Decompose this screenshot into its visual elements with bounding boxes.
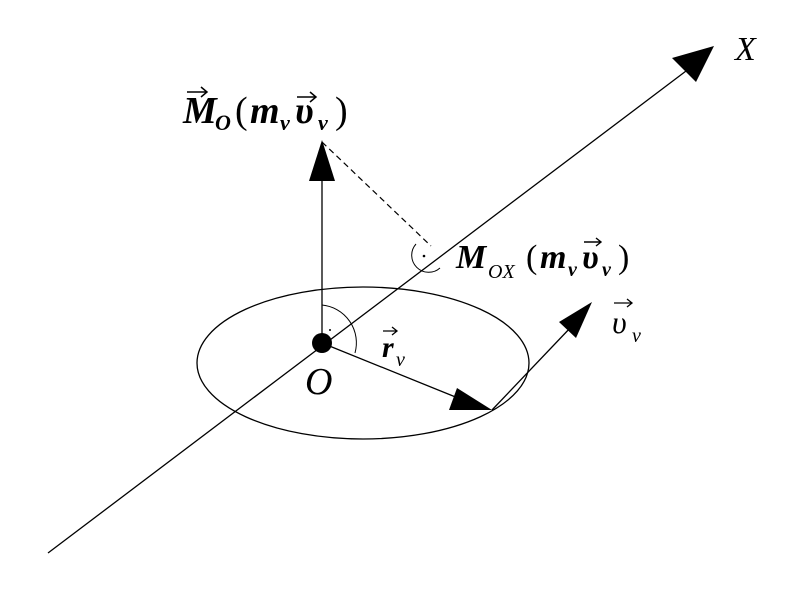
- svg-text:): ): [618, 239, 629, 276]
- moment-vector-arrowhead: [309, 140, 335, 181]
- moment-vector-label: M O ( m ν υ ν ): [182, 86, 348, 135]
- axial-moment-label: M OX ( m ν υ ν ): [455, 237, 629, 283]
- svg-text:r: r: [382, 331, 394, 364]
- angle-dot: [329, 329, 331, 331]
- velocity-vector-line: [491, 325, 573, 411]
- svg-text:ν: ν: [568, 259, 578, 281]
- radius-vector-line: [321, 342, 459, 399]
- radius-vector-arrowhead: [449, 388, 492, 410]
- svg-text:(: (: [526, 239, 537, 276]
- svg-text:OX: OX: [488, 261, 515, 283]
- svg-text:M: M: [455, 239, 488, 276]
- svg-text:υ: υ: [582, 239, 599, 276]
- x-axis-line: [47, 67, 691, 554]
- x-axis-arrowhead: [672, 46, 714, 82]
- svg-text:ν: ν: [396, 349, 405, 371]
- svg-text:(: (: [235, 90, 248, 132]
- axis-label-x: X: [733, 31, 757, 68]
- origin-point: [312, 333, 332, 353]
- svg-text:m: m: [250, 90, 280, 132]
- angle-arc: [321, 304, 357, 354]
- origin-label: O: [305, 361, 332, 403]
- svg-text:ν: ν: [280, 110, 290, 135]
- right-angle-dot: [422, 254, 426, 258]
- svg-text:υ: υ: [612, 304, 627, 340]
- velocity-vector-arrowhead: [559, 302, 592, 338]
- svg-text:M: M: [182, 90, 218, 132]
- svg-text:ν: ν: [632, 325, 641, 347]
- orbit-ellipse: [196, 286, 530, 440]
- svg-text:O: O: [215, 110, 231, 135]
- svg-text:): ): [335, 90, 348, 132]
- radius-label: r ν: [382, 326, 405, 371]
- svg-text:ν: ν: [318, 110, 328, 135]
- svg-text:ν: ν: [602, 259, 612, 281]
- velocity-label: υ ν: [612, 298, 641, 347]
- projection-dashed-line: [321, 141, 432, 247]
- svg-text:m: m: [540, 239, 566, 276]
- svg-text:υ: υ: [295, 90, 314, 132]
- right-angle-marker: [411, 243, 441, 273]
